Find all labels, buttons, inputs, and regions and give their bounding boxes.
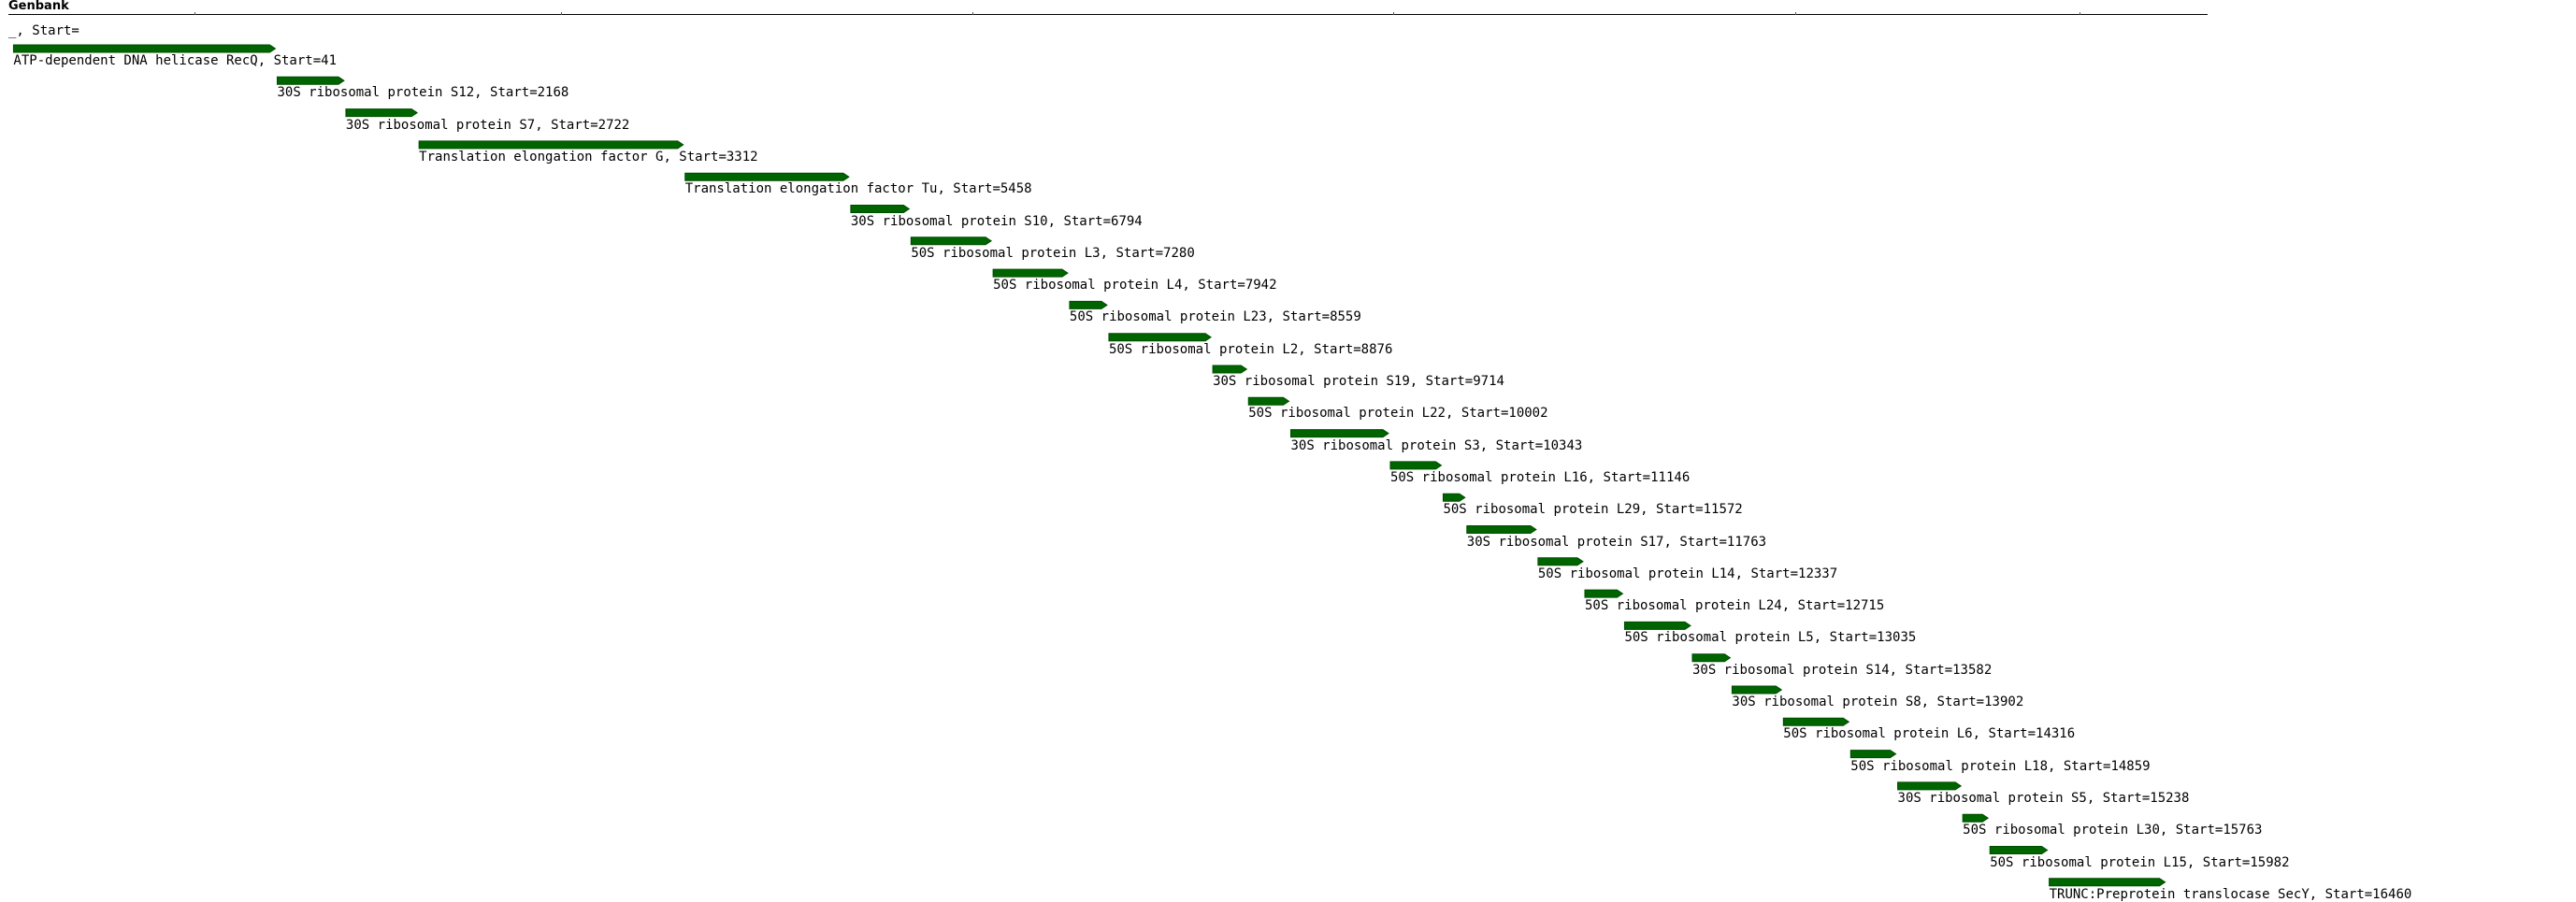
feature-arrow[interactable]: [1069, 300, 1108, 309]
feature-label: 50S ribosomal protein L14, Start=12337: [1537, 566, 1838, 581]
feature-arrow[interactable]: [1289, 429, 1389, 438]
feature-label: 50S ribosomal protein L22, Start=10002: [1248, 406, 1548, 422]
feature-arrow[interactable]: [910, 236, 993, 246]
feature-label: 30S ribosomal protein S14, Start=13582: [1691, 662, 1993, 678]
ruler-tick: [972, 12, 973, 15]
feature-arrow[interactable]: [1466, 525, 1537, 534]
feature-arrow[interactable]: [12, 44, 277, 53]
feature-label: 30S ribosomal protein S12, Start=2168: [277, 85, 569, 101]
feature-label: 50S ribosomal protein L5, Start=13035: [1624, 630, 1917, 646]
feature-arrow[interactable]: [684, 172, 850, 181]
track-title: Genbank: [8, 0, 69, 13]
feature-arrow[interactable]: [1537, 557, 1584, 566]
feature-label: 50S ribosomal protein L24, Start=12715: [1585, 598, 1885, 614]
feature-label: 30S ribosomal protein S5, Start=15238: [1897, 790, 2190, 806]
feature-arrow[interactable]: [345, 108, 419, 118]
feature-label: 50S ribosomal protein L16, Start=11146: [1389, 469, 1691, 485]
feature-arrow[interactable]: [1623, 621, 1691, 630]
feature-label: 50S ribosomal protein L23, Start=8559: [1069, 309, 1361, 325]
feature-label: 50S ribosomal protein L4, Start=7942: [993, 278, 1277, 294]
feature-arrow[interactable]: [276, 76, 345, 85]
feature-arrow[interactable]: [1212, 365, 1248, 374]
header-label: _, Start=: [8, 23, 79, 38]
feature-arrow[interactable]: [850, 205, 911, 213]
feature-label: 30S ribosomal protein S3, Start=10343: [1290, 437, 1583, 453]
feature-arrow[interactable]: [1247, 396, 1290, 406]
feature-label: 30S ribosomal protein S10, Start=6794: [850, 213, 1143, 229]
feature-arrow[interactable]: [1442, 493, 1466, 502]
feature-label: TRUNC:Preprotein translocase SecY, Start…: [2049, 886, 2412, 902]
feature-label: 30S ribosomal protein S17, Start=11763: [1466, 534, 1767, 550]
feature-arrow[interactable]: [418, 140, 684, 150]
feature-arrow[interactable]: [1584, 589, 1624, 598]
feature-arrow[interactable]: [1691, 653, 1732, 663]
feature-label: 30S ribosomal protein S19, Start=9714: [1213, 374, 1504, 389]
feature-label: Translation elongation factor G, Start=3…: [419, 149, 758, 165]
feature-label: 50S ribosomal protein L15, Start=15982: [1990, 854, 2290, 870]
feature-arrow[interactable]: [1989, 846, 2049, 854]
feature-label: 50S ribosomal protein L30, Start=15763: [1963, 823, 2263, 838]
sequence-ruler: [8, 12, 2208, 15]
feature-arrow[interactable]: [1108, 333, 1212, 342]
feature-arrow[interactable]: [1849, 750, 1897, 759]
feature-label: ATP-dependent DNA helicase RecQ, Start=4…: [13, 53, 337, 68]
feature-label: 30S ribosomal protein S8, Start=13902: [1732, 694, 2024, 709]
ruler-tick: [1795, 12, 1796, 15]
feature-arrow[interactable]: [1389, 461, 1443, 470]
feature-arrow[interactable]: [1782, 717, 1850, 726]
feature-arrow[interactable]: [992, 268, 1069, 278]
feature-arrow[interactable]: [1731, 685, 1783, 694]
feature-label: 50S ribosomal protein L29, Start=11572: [1443, 502, 1743, 518]
feature-arrow[interactable]: [1962, 813, 1990, 823]
feature-label: 50S ribosomal protein L3, Start=7280: [911, 245, 1195, 261]
feature-label: Translation elongation factor Tu, Start=…: [684, 181, 1032, 197]
feature-arrow[interactable]: [2049, 878, 2166, 887]
ruler-tick: [194, 12, 195, 15]
feature-label: 50S ribosomal protein L18, Start=14859: [1850, 758, 2151, 774]
ruler-tick: [1393, 12, 1394, 15]
feature-arrow[interactable]: [1897, 781, 1963, 791]
ruler-tick: [561, 12, 562, 15]
feature-label: 30S ribosomal protein S7, Start=2722: [345, 117, 630, 133]
feature-label: 50S ribosomal protein L6, Start=14316: [1783, 726, 2076, 742]
feature-label: 50S ribosomal protein L2, Start=8876: [1108, 341, 1393, 357]
